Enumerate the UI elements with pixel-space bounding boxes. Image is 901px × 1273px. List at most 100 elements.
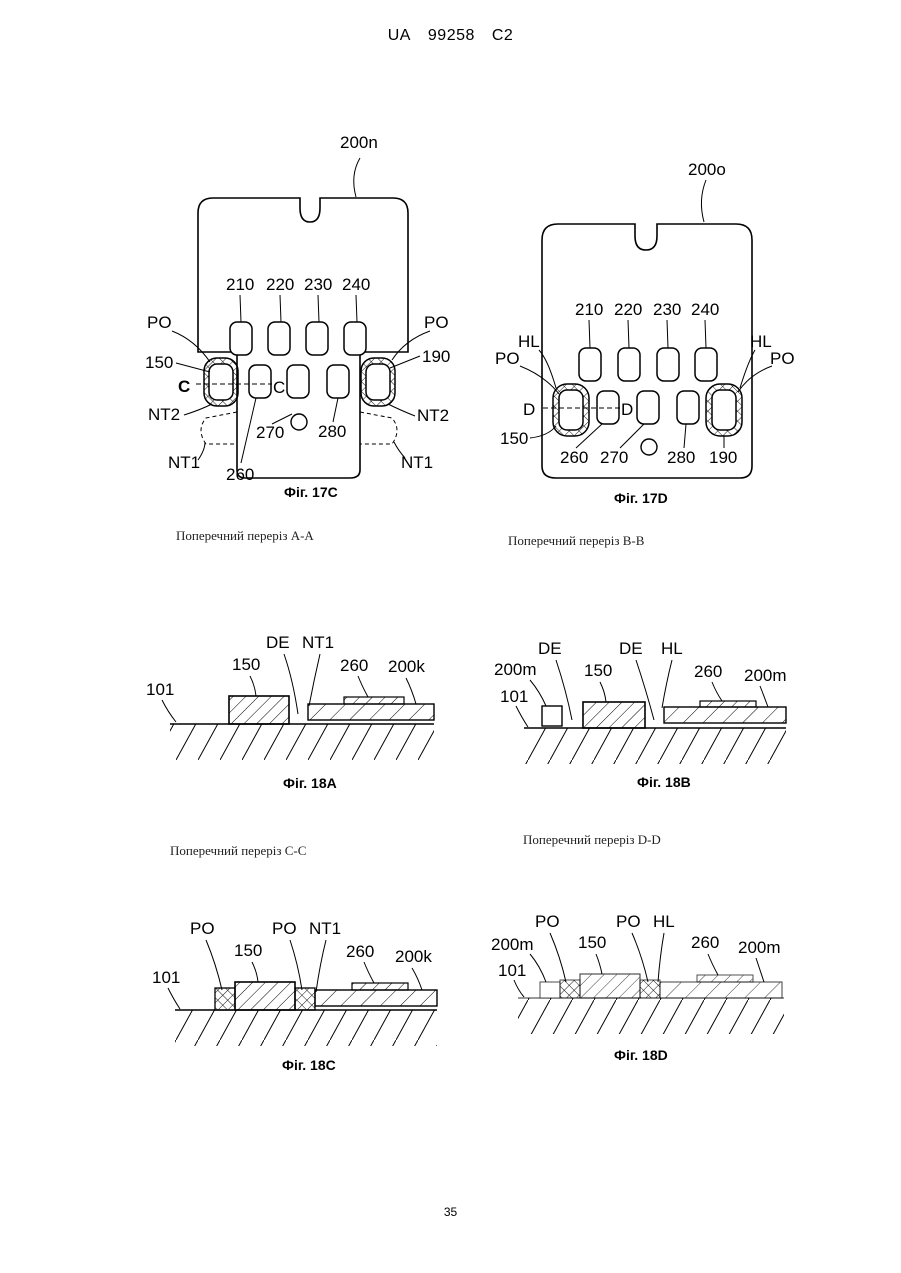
label-101-18a: 101 (146, 680, 174, 699)
figure-18b-caption: Фіг. 18В (637, 774, 691, 790)
pad-260-18c (352, 983, 408, 990)
ground-18c (175, 1010, 437, 1046)
label-150-18c: 150 (234, 941, 262, 960)
figure-18a-caption: Фіг. 18А (283, 775, 337, 791)
label-240: 240 (342, 275, 370, 294)
label-150-18b: 150 (584, 661, 612, 680)
label-po-right-18d: PO (616, 912, 641, 931)
label-200m-right-18b: 200m (744, 666, 787, 685)
figure-18c-caption: Фіг. 18С (282, 1057, 336, 1073)
label-220-d: 220 (614, 300, 642, 319)
label-101-18d: 101 (498, 961, 526, 980)
label-nt1-right: NT1 (401, 453, 433, 472)
label-101-18b: 101 (500, 687, 528, 706)
label-190-d: 190 (709, 448, 737, 467)
figure-17d: 200o 210 220 230 240 D D HL HL PO PO 150 (495, 160, 795, 506)
nt1-region-right (360, 412, 397, 444)
label-200k-18a: 200k (388, 657, 425, 676)
block-200m-left-18b (542, 706, 562, 726)
label-de-left-18b: DE (538, 639, 562, 658)
nt1-region-left (201, 412, 237, 444)
label-280: 280 (318, 422, 346, 441)
pad-260-18d (697, 975, 753, 982)
label-200m-left-18d: 200m (491, 935, 534, 954)
label-200m-left-18b: 200m (494, 660, 537, 679)
contact-270 (287, 365, 309, 398)
layer-200m-18d (660, 982, 782, 998)
label-230-d: 230 (653, 300, 681, 319)
label-260-18c: 260 (346, 942, 374, 961)
label-nt1-18a: NT1 (302, 633, 334, 652)
label-270-d: 270 (600, 448, 628, 467)
label-hl-left: HL (518, 332, 540, 351)
label-nt1-left: NT1 (168, 453, 200, 472)
label-po-right-18c: PO (272, 919, 297, 938)
hole-270-d (641, 439, 657, 455)
label-260-18b: 260 (694, 662, 722, 681)
label-200m-right-18d: 200m (738, 938, 781, 957)
po-left-18d (560, 980, 580, 998)
ground-18a (170, 724, 434, 760)
label-190: 190 (422, 347, 450, 366)
figure-18d: 200m 101 PO 150 PO HL 260 200m Фіг. 18D (491, 912, 784, 1063)
label-260-d: 260 (560, 448, 588, 467)
label-240-d: 240 (691, 300, 719, 319)
label-po-right: PO (424, 313, 449, 332)
label-210: 210 (226, 275, 254, 294)
label-260: 260 (226, 465, 254, 484)
po-right-18c (295, 988, 315, 1010)
block-150-18b (583, 702, 645, 728)
label-d-left: D (523, 400, 535, 419)
contact-240 (344, 322, 366, 355)
label-270: 270 (256, 423, 284, 442)
contact-280 (327, 365, 349, 398)
label-220: 220 (266, 275, 294, 294)
figure-18d-caption: Фіг. 18D (614, 1047, 668, 1063)
po-left-18c (215, 988, 235, 1010)
figure-17d-caption: Фіг. 17D (614, 490, 668, 506)
label-nt2-right: NT2 (417, 406, 449, 425)
label-200n: 200n (340, 133, 378, 152)
ground-18b (524, 728, 786, 764)
contact-210 (230, 322, 252, 355)
label-nt2-left: NT2 (148, 405, 180, 424)
figure-18a: 101 150 DE NT1 260 200k Фіг. 18А (146, 633, 434, 791)
label-po-left-18d: PO (535, 912, 560, 931)
label-260-18a: 260 (340, 656, 368, 675)
label-d-right: D (621, 400, 633, 419)
contact-230-d (657, 348, 679, 381)
label-c-left: C (178, 377, 190, 396)
contact-260 (249, 365, 271, 398)
contact-190 (366, 364, 390, 400)
label-c-right: C (273, 378, 285, 397)
block-150-18d (580, 974, 640, 998)
label-po-right-d: PO (770, 349, 795, 368)
figure-17c-caption: Фіг. 17С (284, 484, 338, 500)
block-150-18a (229, 696, 289, 724)
hole-270 (291, 414, 307, 430)
label-260-18d: 260 (691, 933, 719, 952)
label-150-d: 150 (500, 429, 528, 448)
label-po-left: PO (147, 313, 172, 332)
label-de-18a: DE (266, 633, 290, 652)
figure-18c: 101 PO 150 PO NT1 260 200k Фіг. 18С (152, 919, 437, 1073)
layer-200k-18a (308, 704, 434, 720)
pad-260-18a (344, 697, 404, 704)
contact-150-d (559, 390, 583, 430)
leader-200o (701, 180, 706, 222)
label-280-d: 280 (667, 448, 695, 467)
label-hl-right: HL (750, 332, 772, 351)
contact-280-d (677, 391, 699, 424)
figure-17c: 200n 210 220 230 240 C C PO PO (145, 133, 450, 500)
contact-220 (268, 322, 290, 355)
label-230: 230 (304, 275, 332, 294)
contact-240-d (695, 348, 717, 381)
label-150-18d: 150 (578, 933, 606, 952)
figure-18b: 200m 101 DE 150 DE HL 260 200m Фіг. 18В (494, 639, 787, 790)
label-200o: 200o (688, 160, 726, 179)
label-101-18c: 101 (152, 968, 180, 987)
label-210-d: 210 (575, 300, 603, 319)
po-right-18d (640, 980, 660, 998)
label-de-right-18b: DE (619, 639, 643, 658)
